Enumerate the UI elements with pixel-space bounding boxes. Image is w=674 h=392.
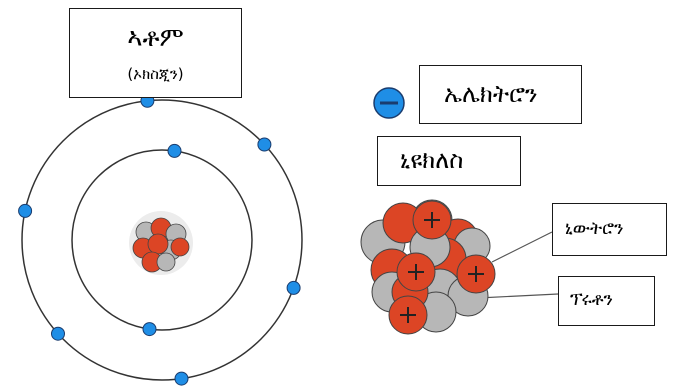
title-box: ኣቶም (ኦክስጂን) [69, 8, 242, 98]
electron [257, 137, 272, 152]
outer-orbit [21, 99, 303, 381]
electron-label: ኤሌክትሮን [444, 80, 538, 108]
electron-label-box: ኤሌክትሮን [419, 65, 582, 124]
neutron-label: ኒውትሮን [565, 218, 624, 239]
electron [51, 326, 65, 341]
proton-label: ፕሩቶን [570, 289, 613, 310]
diagram-title: ኣቶም [127, 23, 184, 53]
orbits [21, 99, 303, 381]
proton-label-box: ፕሩቶን [558, 276, 655, 326]
electron [174, 371, 189, 386]
diagram-subtitle: (ኦክስጂን) [127, 65, 184, 83]
electrons [18, 93, 301, 386]
nucleus-label: ኒዩክለስ [400, 146, 464, 174]
nucleus-label-box: ኒዩክለስ [377, 136, 521, 186]
legend-electron [373, 87, 405, 119]
small-nucleus [129, 211, 193, 275]
inner-orbit [71, 149, 253, 331]
large-nucleus [360, 199, 496, 335]
electron [18, 203, 33, 218]
electron [142, 322, 157, 337]
electron [286, 280, 301, 295]
leader-lines [477, 231, 559, 299]
electron [167, 143, 182, 158]
neutron-label-box: ኒውትሮን [552, 203, 667, 256]
